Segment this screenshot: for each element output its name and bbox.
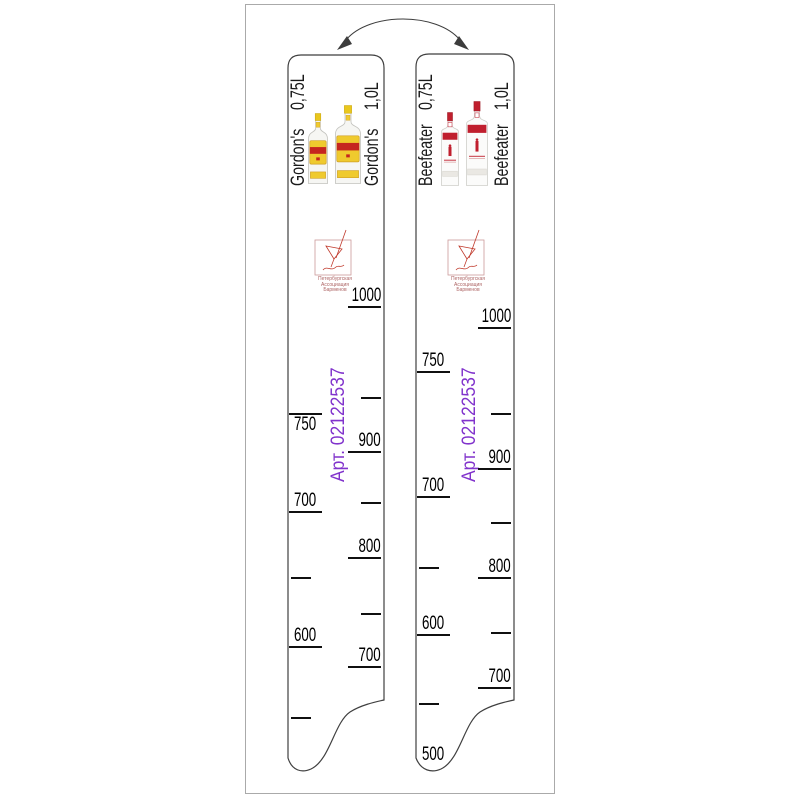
swap-arrow [337,18,469,50]
volume-label-075: 0,75L [288,74,309,110]
article-number: Арт. 02122537 [459,367,480,482]
scale-number: 700 [422,475,445,496]
gordons-bottle [308,113,328,184]
scale-tick [417,634,450,636]
bar-ruler-strip-beefeater: Beefeater 0,75L Beefeater 1,0L Петербург… [415,53,515,778]
scale-tick [478,327,511,329]
scale-number: 700 [488,666,511,687]
scale-number: 900 [358,430,381,451]
beefeater-bottle [466,101,488,186]
swap-arrow-head-left [337,36,352,50]
scale-tick [419,567,439,569]
bar-ruler-strip-gordons: Gordon's 0,75L Gordon's 1,0L Петербургск… [287,54,385,779]
scale-number: 750 [294,414,317,435]
swap-arrow-head-right [454,36,469,50]
strip-outline [415,53,515,772]
scale-tick [289,413,322,415]
brand-label-10: Gordon's [362,128,383,186]
photo-border [245,4,555,794]
scale-tick [417,371,450,373]
volume-label-075: 0,75L [416,74,437,110]
logo-caption-line: Петербургская [451,276,485,282]
scale-number: 800 [488,556,511,577]
scale-tick [478,687,511,689]
scale-tick [361,397,381,399]
scale-number: 900 [488,447,511,468]
scale-tick [417,496,450,498]
brand-label-075: Beefeater [416,124,437,186]
logo-caption-line: Барменов [456,287,480,294]
scale-number: 1000 [481,306,511,327]
scale-number: 1000 [351,285,381,306]
scale-tick [361,502,381,504]
scale-tick [361,613,381,615]
cocktail-glass-sketch [314,229,352,276]
logo-caption-line: Ассоциация [321,281,349,288]
strip-outline [287,54,385,772]
scale-tick [491,522,511,524]
brand-label-075: Gordon's [288,128,309,186]
scale-number: 600 [294,625,317,646]
volume-label-10: 1,0L [492,82,513,110]
logo-caption-line: Барменов [323,287,347,294]
scale-tick [291,717,311,719]
scale-tick [478,468,511,470]
scale-number: 700 [294,490,317,511]
scale-tick [491,413,511,415]
scale-tick [348,451,381,453]
scale-tick [348,557,381,559]
beefeater-bottle [441,112,459,186]
scale-tick [491,632,511,634]
scale-tick [289,646,322,648]
swap-arrow-arc [345,18,461,41]
scale-tick [291,577,311,579]
scale-tick [348,306,381,308]
logo-caption-line: Ассоциация [454,281,482,288]
scale-number: 500 [422,744,445,765]
scale-number: 750 [422,350,445,371]
brand-label-10: Beefeater [492,124,513,186]
gordons-bottle [335,105,361,184]
volume-label-10: 1,0L [362,82,383,110]
scale-number: 700 [358,645,381,666]
logo-caption-line: Петербургская [318,276,352,282]
scale-number: 600 [422,613,445,634]
scale-number: 800 [358,536,381,557]
article-number: Арт. 02122537 [328,367,349,482]
cocktail-glass-sketch [447,229,485,276]
scale-tick [348,666,381,668]
scale-tick [419,703,439,705]
scale-tick [478,577,511,579]
scale-tick [289,511,322,513]
